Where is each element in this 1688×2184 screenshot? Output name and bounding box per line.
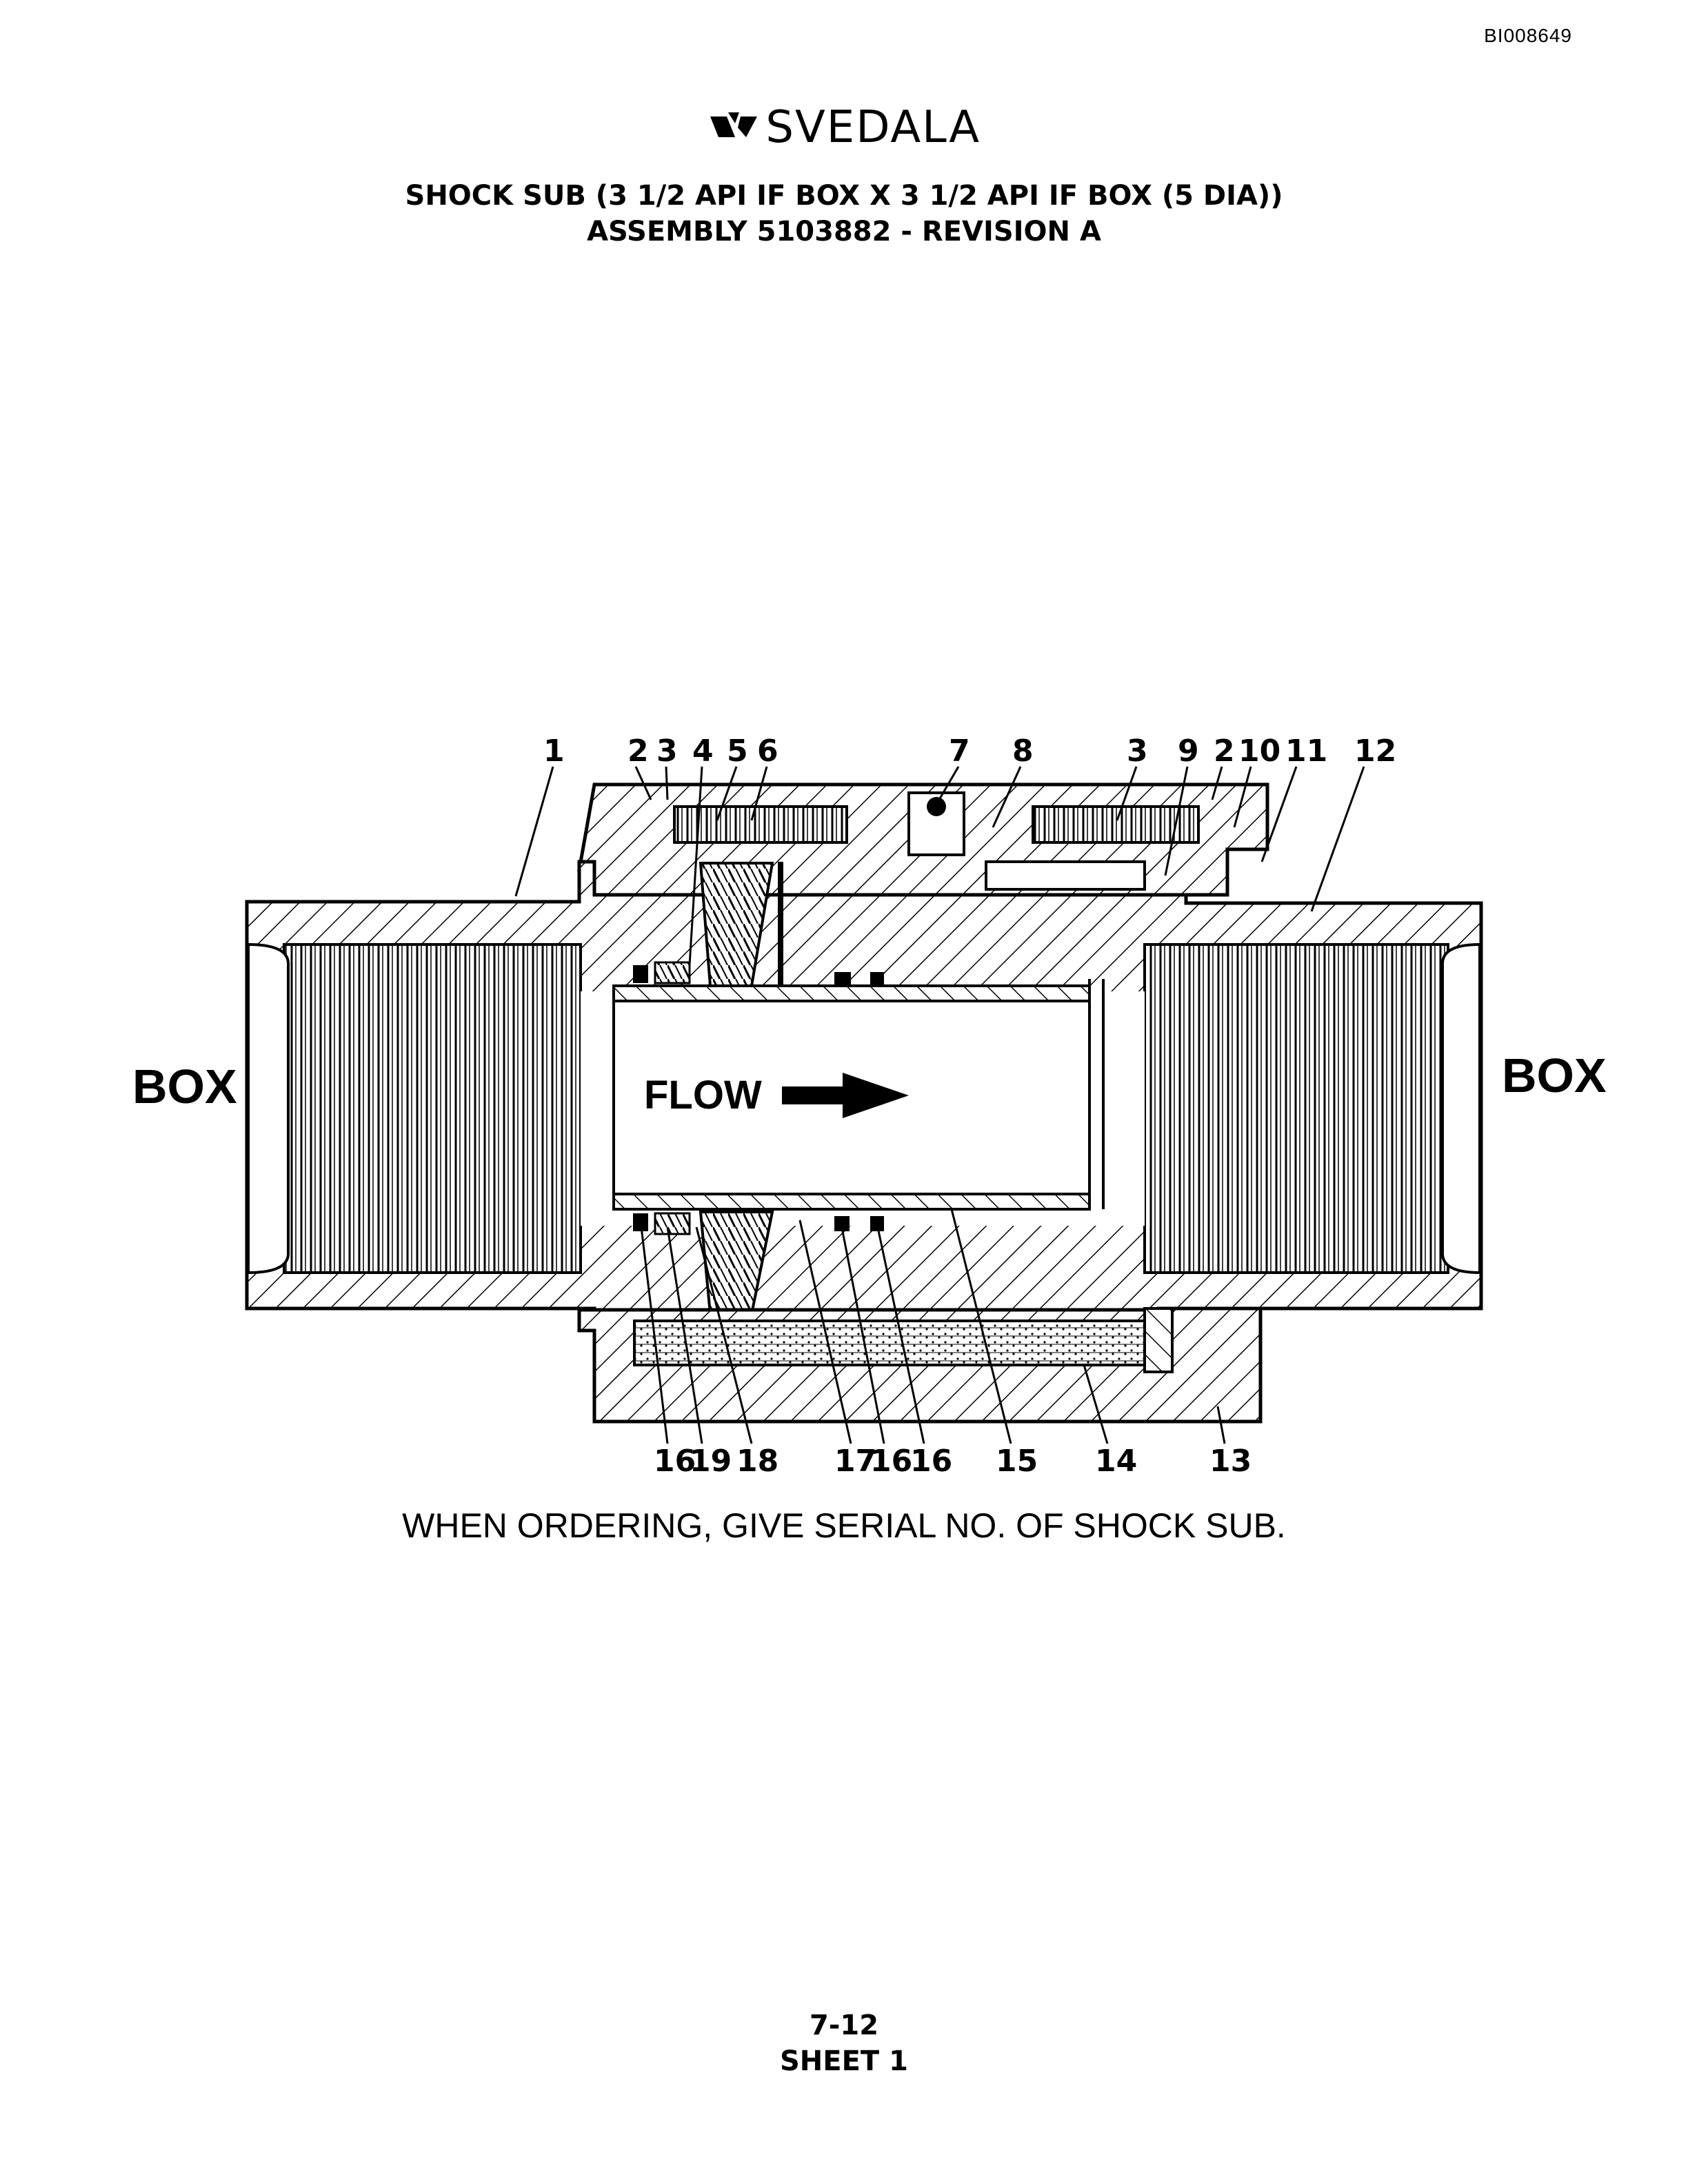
upper-rubber-element	[699, 862, 774, 987]
page-number: 7-12	[809, 2010, 879, 2041]
callout-8: 8	[1012, 734, 1034, 769]
callout-15: 15	[996, 1444, 1038, 1479]
upper-slot	[985, 860, 1146, 891]
brand-name: SVEDALA	[765, 102, 981, 153]
callout-7: 7	[949, 734, 970, 769]
document-id: BI008649	[1484, 25, 1572, 46]
title-line-1: SHOCK SUB (3 1/2 API IF BOX X 3 1/2 API …	[405, 180, 1283, 212]
callout-2-left: 2	[627, 734, 649, 769]
right-box-threads	[1143, 943, 1449, 1274]
seal-set	[633, 961, 884, 1235]
page-footer: 7-12 SHEET 1	[0, 2008, 1688, 2079]
callout-3-left: 3	[656, 734, 678, 769]
callout-1: 1	[543, 734, 565, 769]
ordering-note: WHEN ORDERING, GIVE SERIAL NO. OF SHOCK …	[402, 1506, 1286, 1545]
wash-pipe-top	[612, 984, 1091, 1002]
callout-19: 19	[690, 1444, 732, 1479]
callout-12: 12	[1354, 734, 1396, 769]
top-leader-lines	[514, 766, 1365, 966]
flow-label: FLOW	[644, 1073, 762, 1118]
callout-11: 11	[1285, 734, 1327, 769]
lower-end-nut	[1143, 1307, 1174, 1373]
upper-housing	[577, 782, 1269, 897]
left-box-label: BOX	[132, 1060, 237, 1113]
upper-spring-pack-right	[1032, 805, 1200, 844]
callout-16-a: 16	[654, 1444, 696, 1479]
sheet-number: SHEET 1	[780, 2045, 908, 2077]
lower-spring-pack	[633, 1320, 1146, 1366]
grease-fitting-head-icon	[927, 797, 946, 816]
callout-16-c: 16	[910, 1444, 952, 1479]
bottom-leader-lines	[640, 1209, 1226, 1444]
lower-housing	[577, 1306, 1263, 1424]
svedala-diamond-icon	[710, 112, 757, 137]
callout-5: 5	[727, 734, 748, 769]
shock-sub-assembly-diagram: BOX BOX FLOW 1 2 3 4 5 6 7 8 3 9 2 10 11…	[132, 734, 1607, 1479]
callout-17: 17	[834, 1444, 876, 1479]
callout-16-b: 16	[870, 1444, 912, 1479]
upper-spring-pack-left	[673, 805, 848, 844]
left-box-threads	[283, 943, 582, 1274]
brand-logo: SVEDALA	[0, 102, 1688, 153]
callout-10: 10	[1238, 734, 1280, 769]
callout-13: 13	[1209, 1444, 1252, 1479]
top-callouts: 1 2 3 4 5 6 7 8 3 9 2 10 11 12	[543, 734, 1396, 769]
callout-6: 6	[757, 734, 778, 769]
callout-14: 14	[1095, 1444, 1137, 1479]
flow-arrow-icon	[782, 1073, 909, 1118]
callout-2-right: 2	[1214, 734, 1235, 769]
bottom-callouts: 16 19 18 17 16 16 15 14 13	[654, 1444, 1252, 1479]
callout-3-right: 3	[1127, 734, 1148, 769]
callout-4: 4	[692, 734, 714, 769]
callout-9: 9	[1178, 734, 1199, 769]
title-line-2: ASSEMBLY 5103882 - REVISION A	[587, 216, 1101, 247]
callout-18: 18	[736, 1444, 778, 1479]
drawing-title: SHOCK SUB (3 1/2 API IF BOX X 3 1/2 API …	[0, 178, 1688, 250]
right-box-label: BOX	[1502, 1049, 1607, 1102]
wash-pipe-bottom	[612, 1193, 1091, 1211]
